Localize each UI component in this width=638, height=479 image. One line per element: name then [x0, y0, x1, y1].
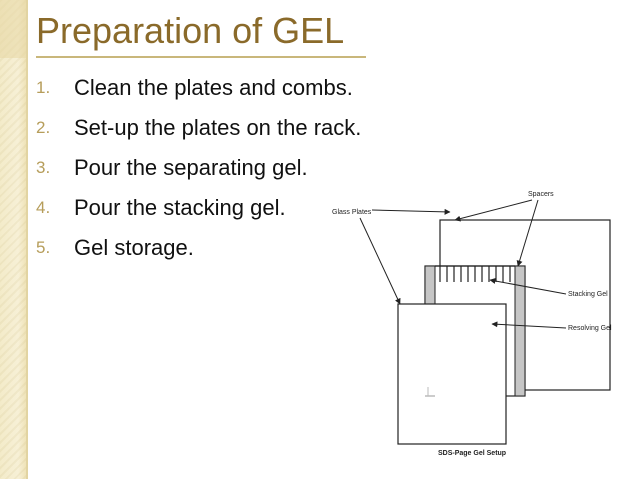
step-number: 1.: [36, 78, 51, 97]
step-number: 4.: [36, 198, 51, 217]
gel-setup-diagram: Glass Plates Spacers Stacking Gel Resolv…: [332, 191, 612, 457]
decorative-margin-strip: [0, 0, 26, 479]
step-text: Clean the plates and combs.: [74, 75, 353, 100]
step-text: Pour the separating gel.: [74, 155, 308, 180]
step-number: 5.: [36, 238, 51, 257]
label-resolving-gel: Resolving Gel: [568, 325, 612, 332]
step-text: Pour the stacking gel.: [74, 195, 286, 220]
margin-rule: [26, 0, 28, 479]
step-text: Gel storage.: [74, 235, 194, 260]
slide-title: Preparation of GEL: [36, 10, 345, 51]
step-text: Set-up the plates on the rack.: [74, 115, 362, 140]
label-glass-plates: Glass Plates: [332, 209, 372, 216]
front-glass-plate: [397, 303, 507, 445]
step-number: 2.: [36, 118, 51, 137]
decorative-corner: [0, 0, 26, 58]
comb: [435, 265, 515, 282]
label-stacking-gel: Stacking Gel: [568, 291, 608, 298]
figure-caption: SDS-Page Gel Setup: [438, 450, 506, 457]
step-item: 3. Pour the separating gel.: [36, 148, 361, 188]
step-item: 4. Pour the stacking gel.: [36, 188, 361, 228]
step-item: 2. Set-up the plates on the rack.: [36, 108, 361, 148]
step-item: 5. Gel storage.: [36, 228, 361, 268]
gel-setup-figure: Glass Plates Spacers Stacking Gel Resolv…: [300, 182, 630, 467]
step-number: 3.: [36, 158, 51, 177]
label-spacers: Spacers: [528, 191, 554, 198]
step-item: 1. Clean the plates and combs.: [36, 68, 361, 108]
steps-list: 1. Clean the plates and combs. 2. Set-up t…: [36, 68, 361, 268]
title-underline: [36, 56, 366, 58]
